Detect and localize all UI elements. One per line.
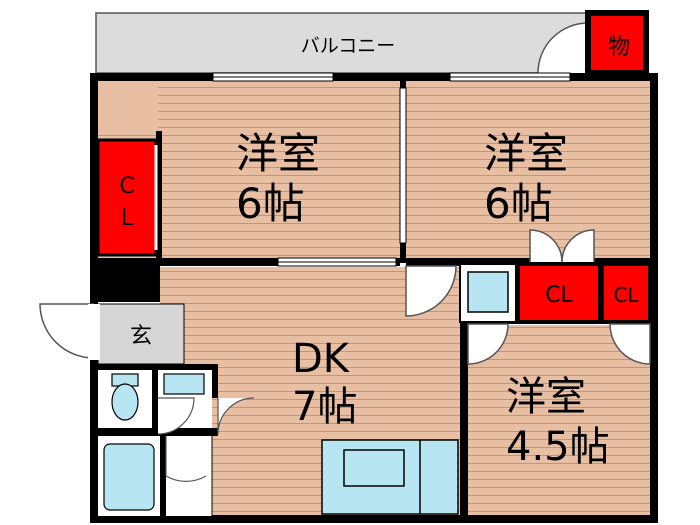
room-2-label-line2: 6帖 [484,179,553,228]
bathtub [103,443,155,511]
room-2-label-line1: 洋室 [484,129,568,178]
western-room-3 [468,325,650,515]
closet-door-swing-right [561,229,595,263]
toilet-bowl [111,383,139,421]
room-3-door-swing [467,323,509,365]
entrance-door-gap [88,304,100,360]
closet-left-label-c: C [119,174,134,199]
closet-middle-label: CL [545,283,573,308]
room-2-door-swing [405,265,457,317]
washroom-door-swing [217,397,255,435]
toilet-door-swing [157,397,195,435]
balcony-door-swing [537,22,589,74]
closet-right-label: CL [613,283,639,307]
balcony-label: バルコニー [301,35,396,57]
closet-right [600,262,652,324]
dk-label-line1: DK [292,336,351,382]
closet-left-label-l: L [121,206,134,231]
room-3-label-line2: 4.5帖 [506,424,610,470]
washer [467,271,509,313]
closet-left [96,138,158,257]
storage-room [585,10,649,76]
room-3-label-line1: 洋室 [506,374,586,420]
entrance-door-swing [39,303,95,359]
closet-middle [516,262,602,324]
room-1-alcove [98,81,158,131]
dk-label-line2: 7帖 [292,384,357,430]
closet-door-swing-left [529,229,563,263]
closet-right-door-swing [609,323,651,365]
room-1-label-line2: 6帖 [236,179,305,228]
room-1-label-line1: 洋室 [236,129,320,178]
entrance-label: 玄 [130,324,152,349]
windows [212,72,571,267]
bath-door-swing [165,436,207,482]
balcony [95,12,589,74]
kitchen-sink [343,449,405,487]
washbasin [163,373,205,395]
storage-label: 物 [608,35,630,60]
western-room-2 [406,81,650,261]
